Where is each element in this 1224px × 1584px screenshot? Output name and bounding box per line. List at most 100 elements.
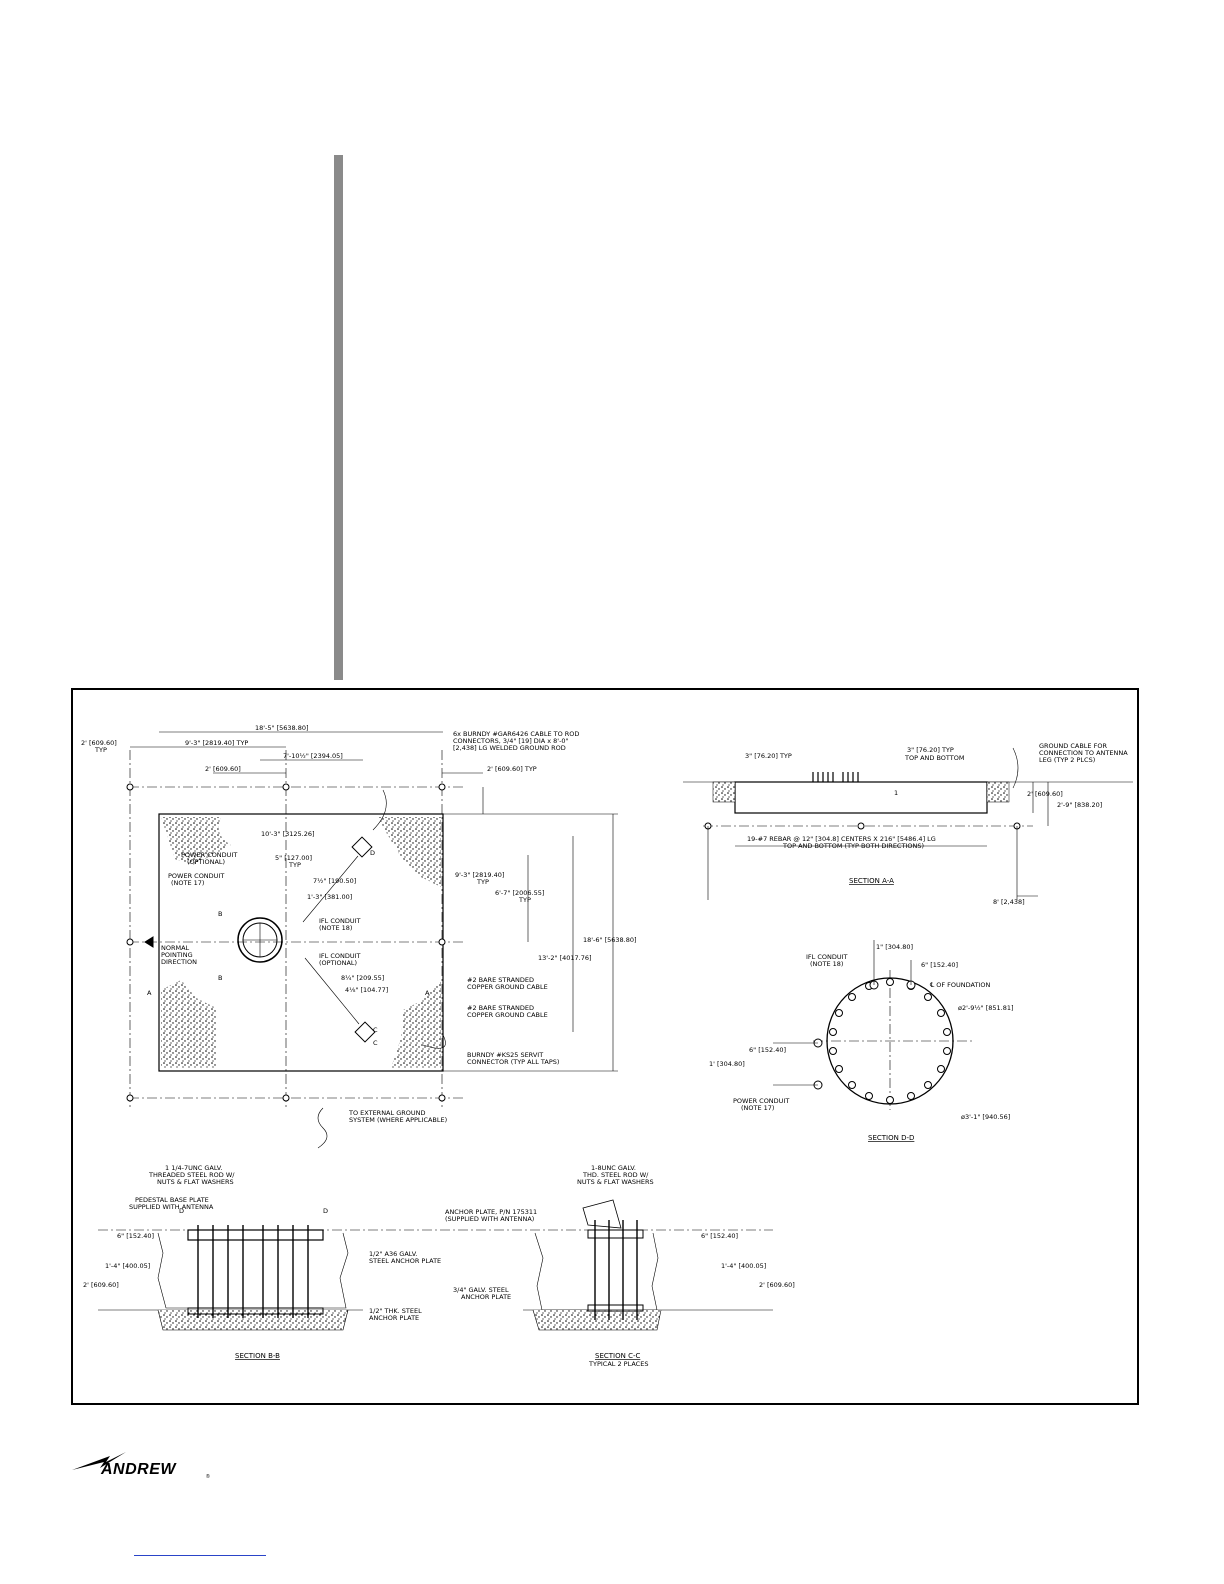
- plan-label-a-left: A: [147, 989, 152, 997]
- dd-dim-1ft: 1" [304.80]: [876, 943, 913, 951]
- plan-dim-13-2: 13'-2" [4017.76]: [538, 954, 592, 962]
- bb-rod-1: 1 1/4-7UNC GALV.: [165, 1164, 222, 1172]
- section-cc: [523, 1199, 773, 1331]
- footer-link-underline[interactable]: [134, 1555, 266, 1556]
- bb-title: SECTION B-B: [235, 1352, 280, 1360]
- bb-a36-2: STEEL ANCHOR PLATE: [369, 1257, 441, 1265]
- cc-dim-1-4: 1'-4" [400.05]: [721, 1262, 766, 1270]
- dd-dim-1ft-left: 1' [304.80]: [709, 1060, 745, 1068]
- cc-dim-2ft: 2' [609.60]: [759, 1281, 795, 1289]
- dd-dia-2-9: ø2'-9½" [851.81]: [958, 1004, 1014, 1012]
- aa-dim-3in-top: 3" [76.20] TYP: [907, 746, 954, 754]
- bb-a36-1: 1/2" A36 GALV.: [369, 1250, 417, 1258]
- plan-dim-left-typ: TYP: [94, 746, 107, 754]
- bb-rod-3: NUTS & FLAT WASHERS: [157, 1178, 234, 1186]
- plan-dim-9-3-right: 9'-3" [2819.40]: [455, 871, 504, 879]
- cc-galv-2: ANCHOR PLATE: [461, 1293, 511, 1301]
- bb-label-d-1: D: [179, 1207, 184, 1215]
- plan-dim-left-2ft: 2' [609.60]: [81, 739, 117, 747]
- plan-ifl-n18-1: IFL CONDUIT: [319, 917, 361, 925]
- aa-dim-2-9: 2'-9" [838.20]: [1057, 801, 1102, 809]
- plan-ground-rod-3: [2,438] LG WELDED GROUND ROD: [453, 744, 566, 752]
- aa-title: SECTION A-A: [849, 877, 894, 885]
- bb-dim-2ft: 2' [609.60]: [83, 1281, 119, 1289]
- dd-power-1: POWER CONDUIT: [733, 1097, 789, 1105]
- plan-ground-rod-1: 6x BURNDY #GAR6426 CABLE TO ROD: [453, 730, 579, 738]
- drawing-frame: 18'-5" [5638.80] 2' [609.60] TYP 9'-3" […: [71, 688, 1139, 1405]
- plan-dim-typ: TYP: [288, 861, 301, 869]
- plan-dim-9-3: 9'-3" [2819.40] TYP: [185, 739, 248, 747]
- plan-power-n17-2: (NOTE 17): [171, 879, 204, 887]
- plan-dim-8-25: 8¼" [209.55]: [341, 974, 384, 982]
- plan-ground-cable-2b: COPPER GROUND CABLE: [467, 1011, 548, 1019]
- dd-dia-3-1: ø3'-1" [940.56]: [961, 1113, 1010, 1121]
- plan-normal-3: DIRECTION: [161, 958, 197, 966]
- plan-normal-1: NORMAL: [161, 944, 190, 952]
- plan-ground-cable-1a: #2 BARE STRANDED: [467, 976, 534, 984]
- plan-ifl-n18-2: (NOTE 18): [319, 924, 352, 932]
- cc-anchor-1: ANCHOR PLATE, P/N 175311: [445, 1208, 537, 1216]
- plan-dim-7-10: 7'-10½" [2394.05]: [283, 752, 343, 760]
- dd-power-2: (NOTE 17): [741, 1104, 774, 1112]
- plan-normal-2: POINTING: [161, 951, 193, 959]
- cc-dim-6in: 6" [152.40]: [701, 1232, 738, 1240]
- plan-ground-rod-2: CONNECTORS, 3/4" [19] DIA x 8'-0": [453, 737, 569, 745]
- plan-dim-2ft-inner: 2' [609.60]: [205, 765, 241, 773]
- plan-servit-1: BURNDY #KS25 SERVIT: [467, 1051, 543, 1059]
- cc-rod-2: THD. STEEL ROD W/: [582, 1171, 649, 1179]
- cc-anchor-2: (SUPPLIED WITH ANTENNA): [445, 1215, 534, 1223]
- plan-dim-4-125: 4⅛" [104.77]: [345, 986, 388, 994]
- section-aa: [683, 747, 1133, 900]
- bb-dim-6in: 6" [152.40]: [117, 1232, 154, 1240]
- section-bb-labels: 1 1/4-7UNC GALV. THREADED STEEL ROD W/ N…: [83, 1164, 441, 1360]
- aa-ground-antenna-3: LEG (TYP 2 PLCS): [1039, 756, 1095, 764]
- andrew-logo: ANDREW: [101, 1461, 176, 1478]
- plan-servit-2: CONNECTOR (TYP ALL TAPS): [467, 1058, 559, 1066]
- plan-dim-9-3-typ: TYP: [476, 878, 489, 886]
- section-dd-labels: IFL CONDUIT (NOTE 18) 1" [304.80] 6" [15…: [709, 943, 1014, 1142]
- plan-power-opt-2: (OPTIONAL): [187, 858, 225, 866]
- plan-dim-1-3: 1'-3" [381.00]: [307, 893, 352, 901]
- foundation-drawing: 18'-5" [5638.80] 2' [609.60] TYP 9'-3" […: [81, 724, 1133, 1368]
- andrew-logo-bolt: [72, 1452, 126, 1470]
- aa-rebar-2: TOP AND BOTTOM (TYP BOTH DIRECTIONS): [782, 842, 924, 850]
- plan-external-ground-2: SYSTEM (WHERE APPLICABLE): [349, 1116, 447, 1124]
- dd-dim-6in: 6" [152.40]: [921, 961, 958, 969]
- plan-label-b-top: B: [218, 910, 222, 918]
- bb-rod-2: THREADED STEEL ROD W/: [148, 1171, 235, 1179]
- plan-view: [126, 731, 618, 1149]
- aa-top-bottom: TOP AND BOTTOM: [904, 754, 964, 762]
- aa-ground-antenna-1: GROUND CABLE FOR: [1039, 742, 1107, 750]
- plan-dim-top-overall: 18'-5" [5638.80]: [255, 724, 309, 732]
- plan-label-c-1: C: [373, 1026, 378, 1034]
- cc-rod-3: NUTS & FLAT WASHERS: [577, 1178, 654, 1186]
- bb-base-1: PEDESTAL BASE PLATE: [135, 1196, 209, 1204]
- sidebar-rule: [334, 155, 343, 680]
- section-aa-labels: 3" [76.20] TYP 3" [76.20] TYP TOP AND BO…: [745, 742, 1128, 906]
- section-cc-labels: 1-8UNC GALV. THD. STEEL ROD W/ NUTS & FL…: [445, 1164, 795, 1368]
- plan-dim-6-7: 6'-7" [2006.55]: [495, 889, 544, 897]
- aa-ground-antenna-2: CONNECTION TO ANTENNA: [1039, 749, 1128, 757]
- section-bb: [98, 1225, 773, 1331]
- aa-number-1: 1: [894, 789, 898, 797]
- plan-dim-6-7-typ: TYP: [518, 896, 531, 904]
- cc-subtitle: TYPICAL 2 PLACES: [588, 1360, 648, 1368]
- dd-ifl-1: IFL CONDUIT: [806, 953, 848, 961]
- bb-thk-1: 1/2" THK. STEEL: [369, 1307, 422, 1315]
- plan-label-b-bot: B: [218, 974, 222, 982]
- dd-dim-6in-left: 6" [152.40]: [749, 1046, 786, 1054]
- plan-ifl-opt-2: (OPTIONAL): [319, 959, 357, 967]
- plan-label-c-2: C: [373, 1039, 378, 1047]
- plan-labels: 18'-5" [5638.80] 2' [609.60] TYP 9'-3" […: [81, 724, 637, 1124]
- plan-dim-18-6: 18'-6" [5638.80]: [583, 936, 637, 944]
- plan-ground-cable-1b: COPPER GROUND CABLE: [467, 983, 548, 991]
- dd-foundation: ℄ OF FOUNDATION: [930, 981, 990, 989]
- plan-dim-2ft-right: 2' [609.60] TYP: [487, 765, 537, 773]
- aa-rebar-1: 19-#7 REBAR @ 12" [304.8] CENTERS X 216"…: [747, 835, 936, 843]
- bb-thk-2: ANCHOR PLATE: [369, 1314, 419, 1322]
- dd-title: SECTION D-D: [868, 1134, 914, 1142]
- plan-power-opt-1: POWER CONDUIT: [181, 851, 237, 859]
- plan-ground-cable-2a: #2 BARE STRANDED: [467, 1004, 534, 1012]
- plan-dim-7-5: 7½" [190.50]: [313, 877, 356, 885]
- bb-label-d-2: D: [323, 1207, 328, 1215]
